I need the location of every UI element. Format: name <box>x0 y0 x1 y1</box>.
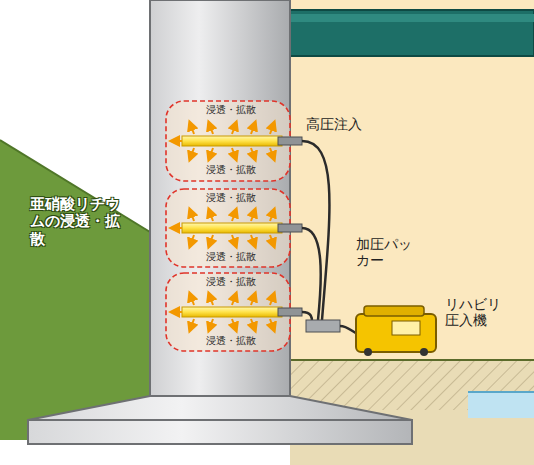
hose <box>302 141 329 320</box>
diffusion-arrow <box>270 148 274 159</box>
zone-label: 浸透・拡散 <box>196 335 266 347</box>
diffusion-arrow <box>209 123 213 134</box>
diffusion-arrow <box>209 319 213 330</box>
ground-line <box>290 359 534 361</box>
footing-slope <box>28 396 412 420</box>
diffusion-arrow <box>251 148 255 159</box>
diffusion-arrow <box>209 294 213 305</box>
diffusion-arrow <box>172 311 182 313</box>
diffusion-arrow <box>270 235 274 246</box>
diffusion-arrow <box>190 235 194 246</box>
diffusion-arrow <box>270 210 274 221</box>
diffusion-arrow <box>172 140 182 142</box>
injection-hole <box>182 307 282 317</box>
zone-label: 浸透・拡散 <box>196 276 266 288</box>
diffusion-arrow <box>190 294 194 305</box>
zone-label: 浸透・拡散 <box>196 192 266 204</box>
diffusion-arrow <box>190 123 194 134</box>
diffusion-arrow <box>251 319 255 330</box>
diffusion-arrow <box>232 235 236 246</box>
zone-label: 浸透・拡散 <box>196 251 266 263</box>
injection-machine <box>356 314 436 352</box>
hose <box>302 228 321 320</box>
diffusion-arrow <box>232 123 236 134</box>
injection-hole <box>182 136 282 146</box>
callout-label: リハビリ圧入機 <box>445 296 507 328</box>
diffusion-arrow <box>232 210 236 221</box>
embankment <box>0 140 150 440</box>
water-line <box>468 391 534 393</box>
diffusion-arrow <box>190 319 194 330</box>
machine-top <box>364 306 424 316</box>
callout-label: 亜硝酸リチウムの浸透・拡散 <box>30 196 134 248</box>
diffusion-arrow <box>270 294 274 305</box>
diffusion-zone <box>166 101 290 181</box>
nozzle <box>278 308 302 316</box>
callout-label: 高圧注入 <box>306 116 386 132</box>
diffusion-arrow <box>232 148 236 159</box>
zone-label: 浸透・拡散 <box>196 104 266 116</box>
diffusion-arrow <box>251 210 255 221</box>
diffusion-arrow <box>172 227 182 229</box>
nozzle <box>278 224 302 232</box>
diffusion-arrow <box>270 123 274 134</box>
machine-foot <box>420 348 428 356</box>
diffusion-arrow <box>251 294 255 305</box>
diffusion-arrow <box>251 123 255 134</box>
machine-foot <box>364 348 372 356</box>
footing <box>28 420 412 444</box>
diffusion-arrow <box>190 148 194 159</box>
diffusion-arrow <box>251 235 255 246</box>
diffusion-zone <box>166 273 290 351</box>
diffusion-arrow <box>209 235 213 246</box>
diffusion-zone <box>166 189 290 267</box>
diffusion-arrow <box>209 210 213 221</box>
diffusion-arrow <box>190 210 194 221</box>
water <box>468 392 534 418</box>
diffusion-arrow <box>270 319 274 330</box>
machine-panel <box>392 321 420 335</box>
injection-hole <box>182 223 282 233</box>
diffusion-arrow <box>209 148 213 159</box>
zone-label: 浸透・拡散 <box>196 164 266 176</box>
diffusion-arrow <box>232 319 236 330</box>
diffusion-arrow <box>232 294 236 305</box>
nozzle <box>278 137 302 145</box>
pier-column <box>150 0 290 400</box>
callout-label: 加圧パッカー <box>356 236 416 268</box>
pressure-packer <box>306 320 340 332</box>
